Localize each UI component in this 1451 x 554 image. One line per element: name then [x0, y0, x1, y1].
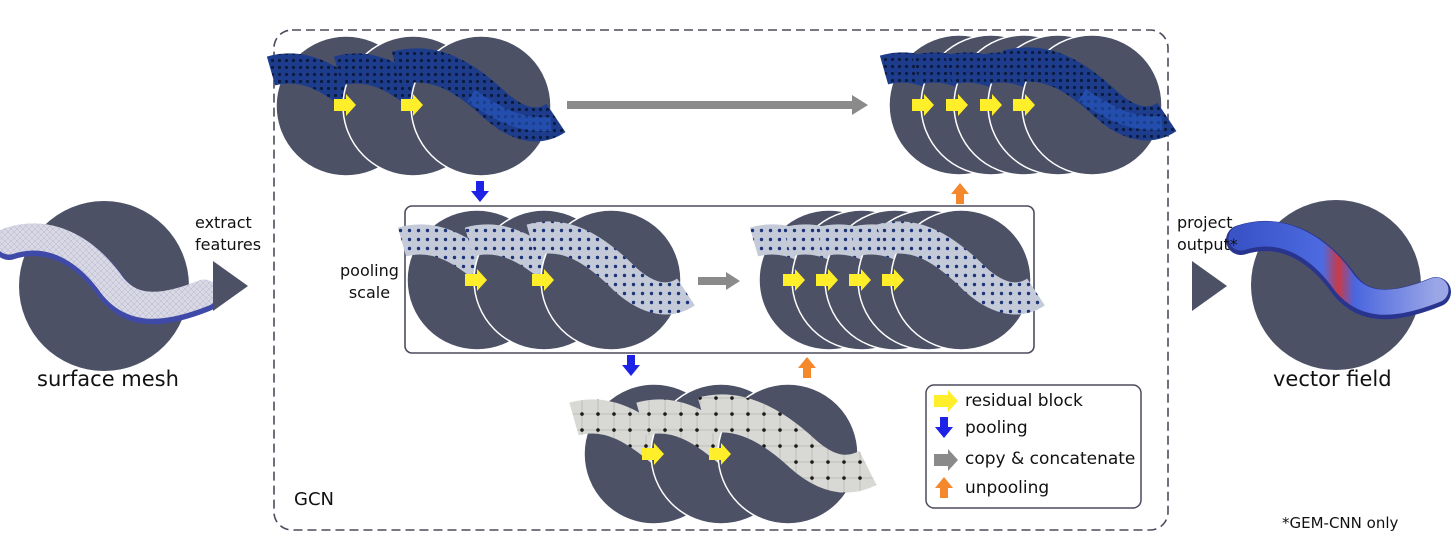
legend-residual-block-label: residual block: [965, 391, 1083, 411]
input-label: surface mesh: [37, 367, 179, 391]
residual-block-arrow-icon: [783, 269, 805, 291]
legend-box: [925, 384, 1142, 509]
extract-features-triangle-icon: [213, 261, 248, 311]
pooling-scale-line2: scale: [348, 283, 391, 302]
copy-concatenate-arrow-icon: [567, 95, 868, 115]
pooling-arrow-icon: [935, 417, 953, 438]
legend-icons: [934, 390, 958, 498]
pooling-scale-line1: pooling: [340, 261, 399, 280]
legend-unpooling-label: unpooling: [965, 478, 1050, 498]
copy-concatenate-arrow-icon: [934, 449, 958, 471]
unpooling-arrow-icon: [798, 357, 816, 378]
project-output-label: project output*: [1177, 212, 1238, 256]
residual-block-arrow-icon: [401, 94, 423, 116]
extract-features-label: extract features: [195, 212, 261, 256]
level2-encoder-discs: [397, 209, 695, 351]
pooling-arrow-icon: [471, 181, 489, 202]
level3-bottleneck-discs: [569, 383, 877, 525]
pooling-arrows: [471, 181, 640, 376]
residual-block-arrow-icon: [882, 269, 904, 291]
project-output-triangle-icon: [1192, 261, 1227, 311]
residual-block-arrow-icon: [912, 94, 934, 116]
residual-block-arrow-icon: [532, 269, 554, 291]
residual-block-arrow-icon: [1013, 94, 1035, 116]
residual-block-arrow-icon: [946, 94, 968, 116]
residual-block-arrow-icon: [980, 94, 1002, 116]
residual-block-arrow-icon: [642, 443, 664, 465]
pooling-arrow-icon: [622, 355, 640, 376]
extract-label-line1: extract: [195, 213, 252, 232]
copy-concatenate-arrow-icon: [698, 272, 740, 290]
residual-block-arrow-icon: [934, 390, 958, 412]
unpooling-arrow-icon: [935, 477, 953, 498]
output-label: vector field: [1273, 367, 1392, 391]
gcn-label: GCN: [294, 489, 334, 510]
footnote: *GEM-CNN only: [1282, 514, 1399, 532]
unpooling-arrows: [798, 183, 969, 378]
residual-block-arrow-icon: [849, 269, 871, 291]
project-label-line1: project: [1177, 213, 1233, 232]
legend-copy-concatenate-label: copy & concatenate: [965, 449, 1136, 469]
residual-block-arrow-icon: [334, 94, 356, 116]
residual-block-arrow-icon: [816, 269, 838, 291]
output-vector-field-disc: [1226, 200, 1451, 370]
pooling-scale-container: [404, 205, 1035, 354]
project-label-line2: output*: [1177, 235, 1238, 254]
legend-pooling-label: pooling: [965, 418, 1028, 438]
gcn-container: [273, 29, 1169, 531]
residual-block-arrow-icon: [709, 443, 731, 465]
extract-label-line2: features: [195, 235, 262, 254]
unpooling-arrow-icon: [951, 183, 969, 204]
pooling-scale-label: pooling scale: [340, 260, 399, 304]
residual-block-arrows: [334, 94, 1035, 465]
input-surface-mesh-disc: [0, 201, 220, 371]
residual-block-arrow-icon: [465, 269, 487, 291]
copy-concatenate-arrows: [567, 95, 868, 290]
